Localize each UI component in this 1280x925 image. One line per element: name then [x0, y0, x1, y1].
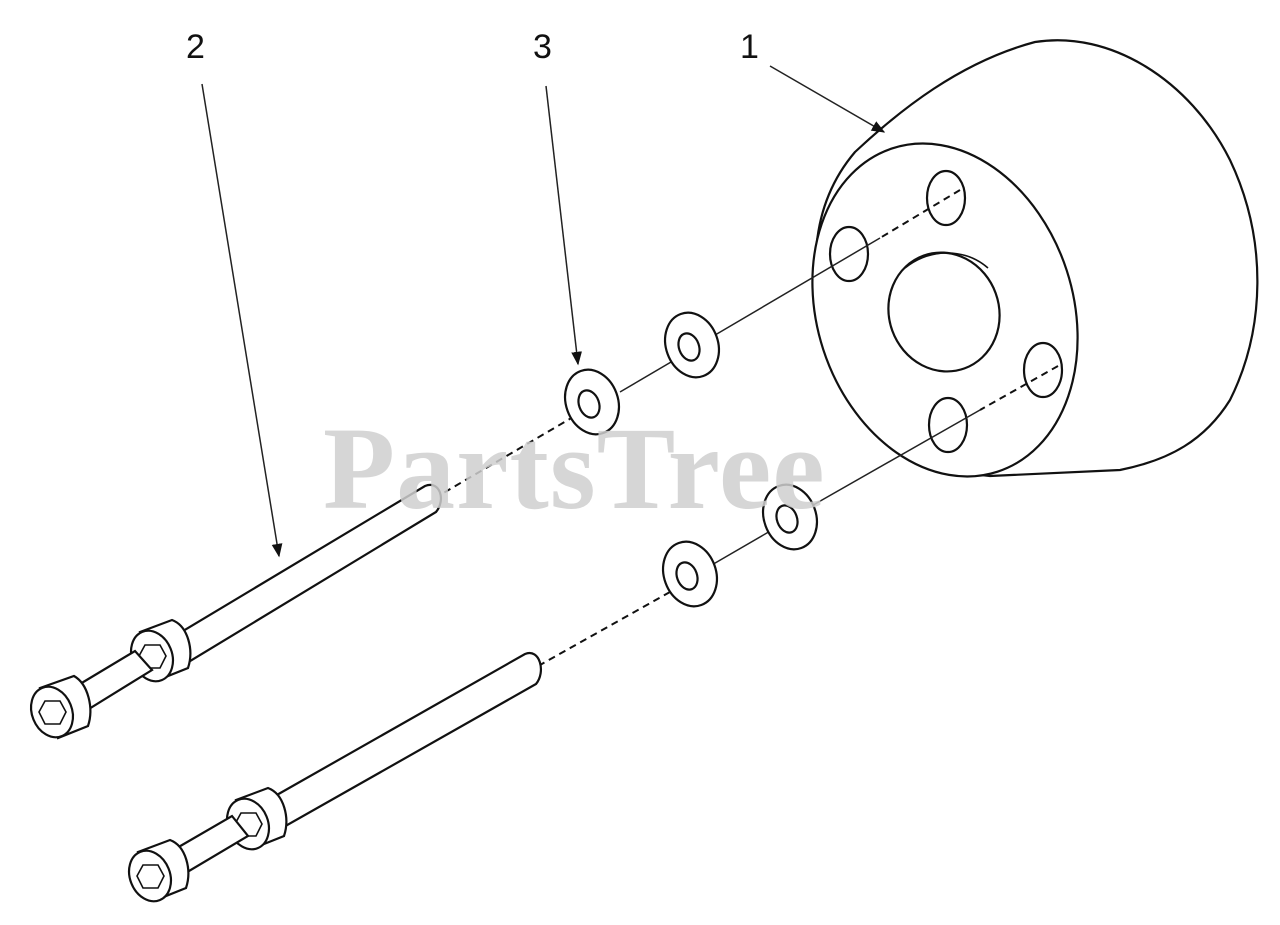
partstree-watermark: PartsTree: [323, 403, 826, 534]
cap-screw-b: [29, 649, 154, 740]
cap-screw-c: [225, 651, 542, 851]
leader-lines: [201, 65, 886, 558]
cap-screw-d: [127, 814, 250, 903]
spacer-hub-bore: [887, 251, 1001, 373]
flat-washer-upper-left: [563, 368, 621, 436]
spacer-hub-hole-left: [828, 225, 870, 283]
leader-line-3: [545, 85, 582, 366]
spacer-hub: [811, 39, 1259, 478]
callout-label-3: 3: [533, 28, 552, 66]
flat-washer-lower-right: [761, 483, 819, 551]
spacer-hub-hole-right: [1022, 341, 1064, 399]
callout-label-2: 2: [186, 28, 205, 66]
flat-washer-upper-right: [663, 311, 721, 379]
callout-label-1: 1: [740, 28, 759, 66]
leader-line-1: [769, 65, 886, 133]
flat-washers: [563, 311, 819, 608]
cap-screws: [29, 483, 542, 903]
leader-line-2: [201, 83, 283, 558]
cap-screw-a: [129, 483, 442, 683]
flat-washer-lower-left: [661, 540, 719, 608]
spacer-hub-hole-bottom: [927, 396, 969, 454]
